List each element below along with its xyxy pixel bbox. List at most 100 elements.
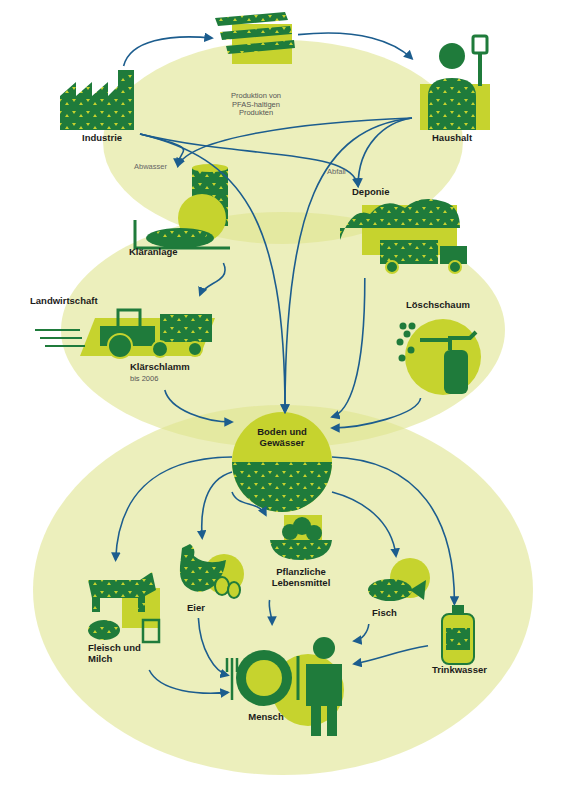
flow-arrow <box>332 492 396 556</box>
bottle-icon <box>442 605 474 664</box>
human-icon <box>227 658 237 700</box>
hen-icon <box>215 577 229 595</box>
treatment-plant-icon <box>135 220 230 248</box>
node-box: Boden und Gewässer <box>232 412 332 512</box>
flow-arrow <box>354 624 369 641</box>
node-box: Löschschaum <box>393 298 485 398</box>
node-label: Löschschaum <box>406 300 476 311</box>
human-icon <box>313 637 335 659</box>
edge-label: Abwasser <box>134 162 167 171</box>
tractor-icon <box>188 342 202 356</box>
tractor-icon <box>118 310 140 328</box>
flow-arrow <box>140 134 358 186</box>
production-icon <box>215 12 295 54</box>
production-icon <box>215 12 295 64</box>
human-icon <box>297 656 300 700</box>
extinguisher-icon <box>400 323 407 330</box>
flow-arrow <box>149 670 228 693</box>
node-box: Eier <box>168 538 244 618</box>
extinguisher-icon <box>399 355 406 362</box>
hen-icon <box>180 544 244 598</box>
meat-milk-icon <box>143 620 159 642</box>
node-label: Landwirtschaft <box>30 296 110 307</box>
extinguisher-icon <box>397 339 404 346</box>
flow-arrow <box>232 492 266 515</box>
node-label: Boden und Gewässer <box>240 427 324 449</box>
node-label: Deponie <box>352 187 402 198</box>
landfill-icon <box>340 199 467 273</box>
node-box: Deponie <box>338 186 472 278</box>
tractor-icon <box>160 314 212 342</box>
human-icon <box>306 664 342 736</box>
node-box: Fleisch und Milch <box>82 560 166 670</box>
background-ellipses <box>33 40 533 775</box>
landfill-icon <box>386 261 398 273</box>
node-label: Haushalt <box>432 133 482 144</box>
node-label: Fisch <box>372 608 406 619</box>
node-note: Produktion von PFAS-haltigen Produkten <box>224 92 288 118</box>
flow-arrow <box>200 263 225 295</box>
soil-water-circle <box>232 412 332 512</box>
bottle-icon <box>446 628 470 650</box>
human-icon <box>227 637 344 736</box>
tractor-icon <box>35 310 215 358</box>
flow-arrow <box>269 600 272 624</box>
edge-label: Abfall <box>327 167 346 176</box>
extinguisher-icon <box>397 319 482 395</box>
human-icon <box>236 650 292 706</box>
fish-icon <box>368 579 412 601</box>
flow-arrow <box>202 472 232 538</box>
flow-arrow <box>198 618 228 675</box>
landfill-icon <box>449 261 461 273</box>
tractor-icon <box>108 334 132 358</box>
treatment-plant-icon <box>146 228 214 248</box>
factory-icon <box>60 70 134 130</box>
household-icon <box>473 36 487 53</box>
human-icon <box>246 660 282 696</box>
node-box: LandwirtschaftKlärschlammbis 2006 <box>28 295 218 390</box>
bowl-icon <box>270 540 332 560</box>
flow-arrow <box>332 457 454 604</box>
node-box: Trinkwasser <box>428 604 494 680</box>
treatment-plant-icon <box>153 229 207 241</box>
flow-arrow <box>124 37 212 66</box>
flow-arrow <box>354 646 428 664</box>
extinguisher-icon <box>404 331 411 338</box>
bowl-icon <box>270 515 332 560</box>
household-icon <box>439 43 465 69</box>
meat-milk-icon <box>88 620 120 640</box>
flow-arrow <box>165 390 232 422</box>
extinguisher-icon <box>405 319 481 395</box>
meat-milk-icon <box>88 572 160 642</box>
flow-arrow <box>298 33 412 59</box>
node-box: Mensch <box>228 624 354 738</box>
hen-icon <box>228 582 240 598</box>
node-label: Industrie <box>82 133 142 144</box>
fish-icon <box>368 558 430 601</box>
soil-water-circle <box>232 462 332 512</box>
landfill-icon <box>340 199 460 240</box>
household-icon <box>428 78 476 130</box>
node-label: Trinkwasser <box>432 665 494 676</box>
extinguisher-icon <box>444 350 468 394</box>
meat-milk-icon <box>88 572 156 612</box>
flow-arrow <box>178 118 412 166</box>
background-ellipses <box>33 405 533 775</box>
tractor-icon <box>152 341 168 357</box>
node-box: Pflanzliche Lebensmittel <box>262 515 338 600</box>
node-label: Kläranlage <box>129 247 191 258</box>
node-box: Produktion von PFAS-haltigen Produkten <box>212 10 298 122</box>
flow-arrow <box>332 398 421 428</box>
extinguisher-icon <box>408 347 415 354</box>
flow-arrow <box>285 118 412 412</box>
household-icon <box>478 52 482 86</box>
node-note: bis 2006 <box>130 375 180 384</box>
extinguisher-icon <box>409 323 416 330</box>
node-box: Industrie <box>58 66 140 146</box>
household-icon <box>420 36 490 130</box>
flow-arrow <box>332 278 365 417</box>
node-label: Mensch <box>240 712 292 723</box>
